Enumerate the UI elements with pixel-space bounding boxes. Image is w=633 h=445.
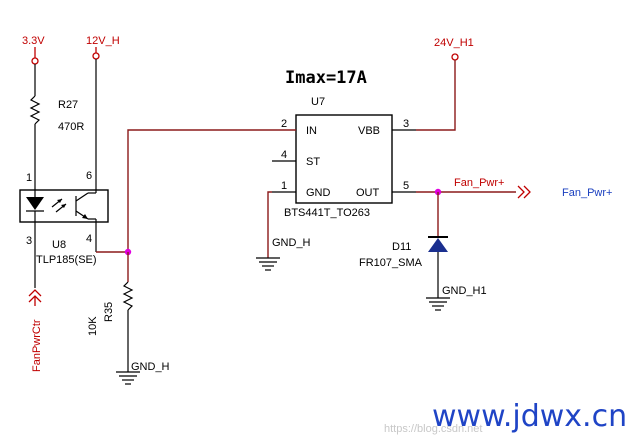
u7-ref: U7: [311, 96, 325, 108]
diode-icon: [428, 238, 448, 252]
u7-pin-label-gnd: GND: [306, 187, 331, 199]
net-label-12v: 12V_H: [86, 35, 120, 47]
ic-u7: Imax=17A U7 2 4 1 IN ST GND 3 5 VBB OUT …: [248, 68, 416, 219]
u8-pin-4: 4: [86, 233, 92, 245]
light-arrows-icon: [51, 198, 67, 213]
offpage-label-fan-pwr: Fan_Pwr+: [562, 187, 612, 199]
wire-u7-gnd: [267, 191, 272, 258]
net-label-3v3: 3.3V: [22, 35, 45, 47]
u8-pin-1: 1: [26, 172, 32, 184]
r35-value: 10K: [87, 316, 99, 336]
wire-vbb-24v: [416, 60, 456, 131]
net-label-gnd-r35: GND_H: [131, 361, 170, 373]
offpage-connector-fan-pwr: [517, 185, 531, 199]
net-port-fanpwrctr: FanPwrCtr: [28, 289, 43, 372]
power-port-3v3: 3.3V: [22, 35, 45, 96]
wire-to-u7-in: [127, 129, 248, 252]
u7-pin-num-vbb: 3: [403, 118, 409, 130]
d11-value: FR107_SMA: [359, 257, 423, 269]
u7-pin-num-gnd: 1: [281, 180, 287, 192]
u8-pin-3: 3: [26, 235, 32, 247]
ground-symbol-d11: GND_H1: [426, 285, 487, 311]
u7-pin-label-vbb: VBB: [358, 125, 380, 137]
resistor-r27: R27 470R: [29, 95, 84, 190]
led-icon: [26, 197, 44, 210]
net-label-gnd-d11: GND_H1: [442, 285, 487, 297]
power-port-12v: 12V_H: [86, 35, 120, 175]
u8-value: TLP185(SE): [36, 254, 97, 266]
power-port-24v: 24V_H1: [434, 37, 474, 61]
d11-ref: D11: [392, 241, 411, 253]
resistor-r35: R35 10K: [87, 252, 134, 372]
net-label-fanpwrctr: FanPwrCtr: [31, 319, 43, 372]
net-label-gnd-u7: GND_H: [272, 237, 311, 249]
u8-pin-6: 6: [86, 170, 92, 182]
u7-pin-label-st: ST: [306, 156, 320, 168]
watermark-faint: https://blog.csdn.net: [384, 423, 482, 435]
u7-title: Imax=17A: [285, 68, 367, 88]
u8-ref: U8: [52, 239, 66, 251]
u7-pin-label-out: OUT: [356, 187, 380, 199]
watermark-url[interactable]: www.jdwx.cn: [432, 399, 627, 434]
ground-symbol-u7: GND_H: [256, 237, 311, 271]
u7-pin-num-in: 2: [281, 118, 287, 130]
r27-value: 470R: [58, 121, 84, 133]
net-label-fan-pwr-wire: Fan_Pwr+: [454, 177, 504, 189]
u7-value: BTS441T_TO263: [284, 207, 370, 219]
ground-symbol-r35: GND_H: [116, 361, 170, 385]
optocoupler-u8: 1 6 3 4 U8 TLP185(SE): [19, 170, 109, 266]
r35-ref: R35: [103, 302, 115, 322]
u7-pin-num-out: 5: [403, 180, 409, 192]
net-label-24v: 24V_H1: [434, 37, 474, 49]
r27-ref: R27: [58, 99, 78, 111]
u7-pin-num-st: 4: [281, 149, 287, 161]
u7-pin-label-in: IN: [306, 125, 317, 137]
diode-d11: D11 FR107_SMA: [359, 192, 448, 298]
